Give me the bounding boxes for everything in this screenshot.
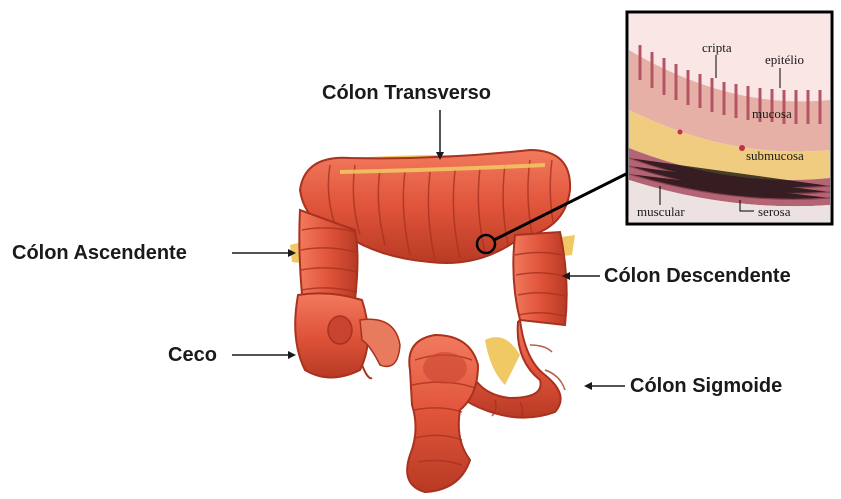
label-epitelio: epitélio: [765, 52, 804, 67]
cecum: [295, 293, 400, 378]
label-submucosa: submucosa: [746, 148, 804, 163]
label-colon-descendente: Cólon Descendente: [604, 265, 791, 288]
label-mucosa: mucosa: [752, 106, 792, 121]
label-ceco: Ceco: [168, 344, 217, 367]
label-muscular: muscular: [637, 204, 685, 219]
label-cripta: cripta: [702, 40, 732, 55]
descending-colon: [513, 232, 566, 325]
label-colon-transverso: Cólon Transverso: [322, 82, 491, 105]
histology-inset: cripta epitélio mucosa submucosa muscula…: [627, 12, 832, 224]
rectum: [407, 335, 478, 492]
label-colon-sigmoide: Cólon Sigmoide: [630, 375, 782, 398]
label-serosa: serosa: [758, 204, 791, 219]
label-colon-ascendente: Cólon Ascendente: [12, 242, 187, 265]
